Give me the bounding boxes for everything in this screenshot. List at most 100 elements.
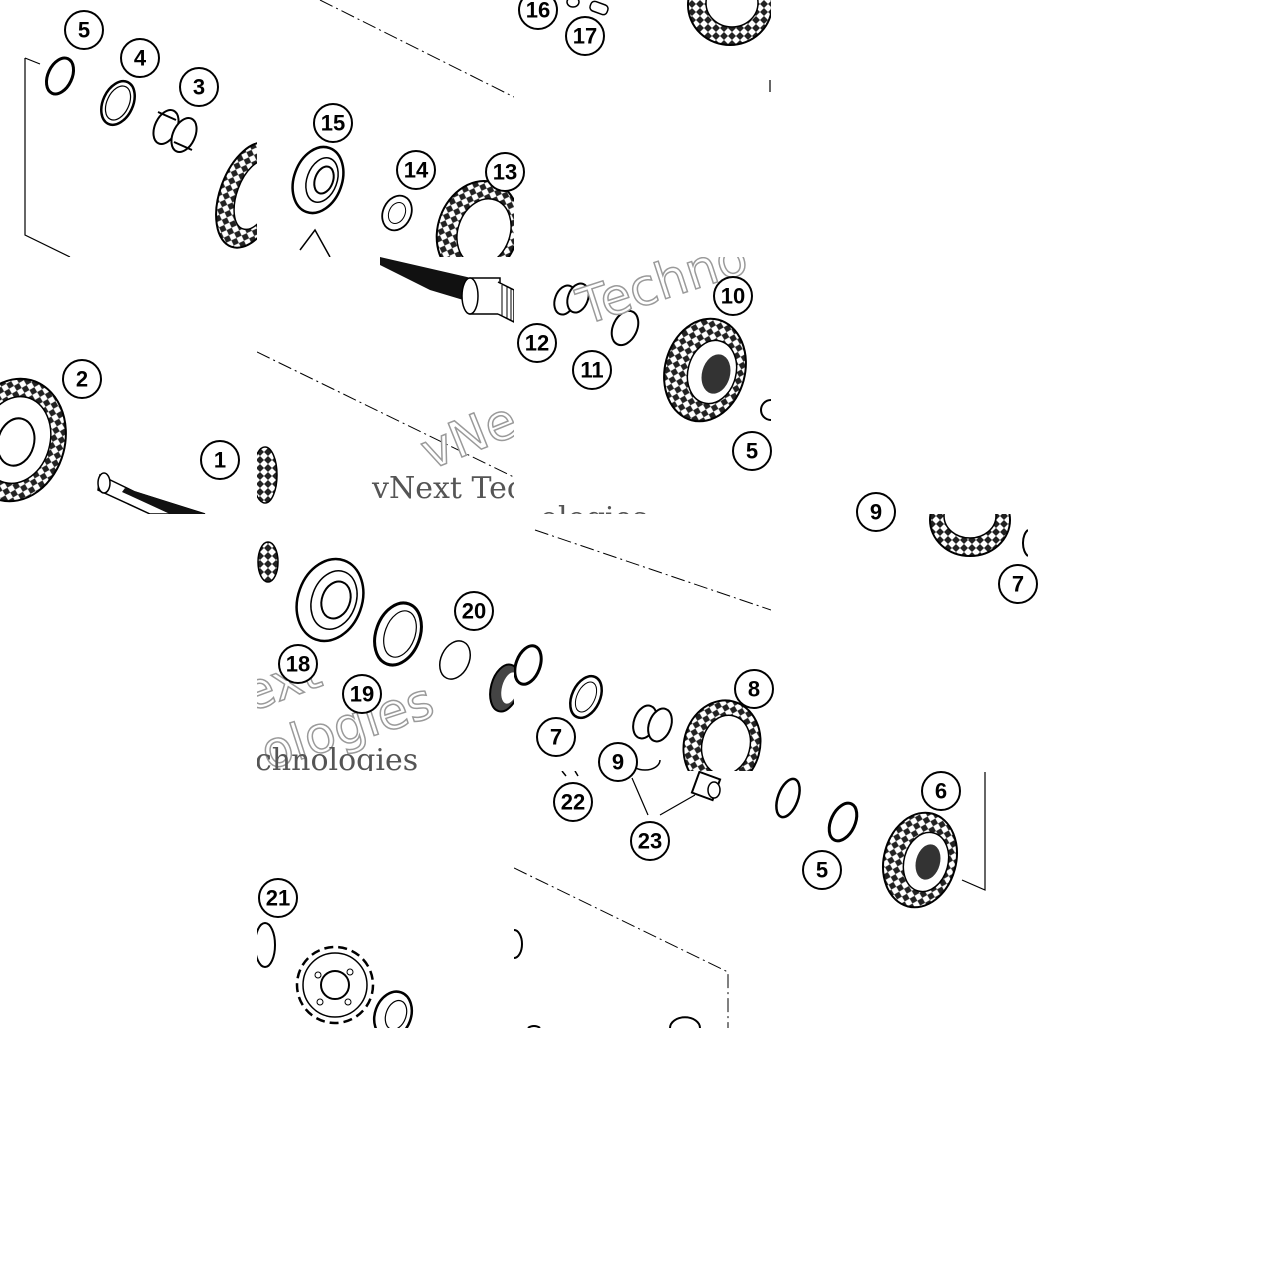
callout-16: 16 xyxy=(518,0,558,30)
circlip-ring xyxy=(514,644,543,686)
circlip-ring xyxy=(827,801,859,843)
shaft xyxy=(380,257,514,323)
tile-bottom-right xyxy=(771,772,986,909)
svg-text:22: 22 xyxy=(561,790,585,815)
svg-text:9: 9 xyxy=(612,750,624,775)
needle-bearing xyxy=(553,282,590,316)
svg-text:13: 13 xyxy=(493,160,517,185)
watermark-outline-text: vNe xyxy=(413,391,525,481)
svg-text:16: 16 xyxy=(526,0,550,23)
svg-text:11: 11 xyxy=(580,358,603,383)
seal-ring xyxy=(372,990,414,1028)
tile-lower-right xyxy=(929,514,1028,557)
callout-22: 22 xyxy=(553,782,593,822)
callout-11: 11 xyxy=(572,350,612,390)
gear xyxy=(929,514,1011,557)
pin xyxy=(589,0,609,16)
callout-group: 5 4 3 15 14 13 16 17 xyxy=(62,0,1038,918)
tile-top-left xyxy=(24,56,257,257)
washer xyxy=(610,309,640,347)
axis-line xyxy=(319,0,514,98)
axis-line xyxy=(257,351,514,478)
svg-text:10: 10 xyxy=(721,284,745,309)
svg-text:2: 2 xyxy=(76,367,88,392)
tile-top-center-left xyxy=(291,0,514,257)
tile-mid-left xyxy=(0,377,206,514)
watermark-text: chnologies xyxy=(255,743,418,778)
tile-mid-center-left: vNext Tec vNe xyxy=(257,257,525,506)
tile-lower-center-left: ext ologies chnologies xyxy=(255,541,514,778)
ball-bearing xyxy=(295,557,365,643)
callout-7: 7 xyxy=(536,717,576,757)
circlip-ring xyxy=(44,56,76,96)
callout-2: 2 xyxy=(62,359,102,399)
callout-6: 6 xyxy=(921,771,961,811)
svg-text:21: 21 xyxy=(266,886,290,911)
svg-text:5: 5 xyxy=(816,858,828,883)
callout-5: 5 xyxy=(64,10,104,50)
gear xyxy=(257,446,278,504)
flange-bolt xyxy=(690,771,722,802)
svg-text:5: 5 xyxy=(78,18,90,43)
needle-bearing xyxy=(152,109,198,153)
gear xyxy=(682,699,762,771)
washer xyxy=(381,194,413,232)
axis-line xyxy=(534,529,771,611)
svg-text:1: 1 xyxy=(214,448,226,473)
frame-line xyxy=(961,772,986,891)
gear xyxy=(215,141,257,249)
callout-18: 18 xyxy=(278,644,318,684)
leader-line xyxy=(631,777,696,816)
bushing xyxy=(489,663,514,713)
svg-text:12: 12 xyxy=(525,331,549,356)
watermark-text: ologies xyxy=(540,501,648,536)
svg-text:4: 4 xyxy=(134,46,147,71)
tile-bottom-center-left xyxy=(257,922,414,1028)
tile-bottom-center xyxy=(514,771,729,1028)
callout-5: 5 xyxy=(732,431,772,471)
svg-text:3: 3 xyxy=(193,75,205,100)
callout-21: 21 xyxy=(258,878,298,918)
tile-top-center xyxy=(566,0,771,92)
callout-9: 9 xyxy=(856,492,896,532)
svg-text:15: 15 xyxy=(321,111,345,136)
frame-line xyxy=(24,58,71,257)
sprocket xyxy=(295,945,375,1025)
svg-text:5: 5 xyxy=(746,439,758,464)
svg-text:8: 8 xyxy=(748,677,760,702)
gear xyxy=(687,0,771,46)
svg-text:6: 6 xyxy=(935,779,947,804)
o-ring xyxy=(439,640,471,680)
axis-line xyxy=(514,867,729,1028)
callout-12: 12 xyxy=(517,323,557,363)
gear xyxy=(663,317,747,423)
callout-20: 20 xyxy=(454,591,494,631)
gear xyxy=(0,377,67,503)
callout-5: 5 xyxy=(802,850,842,890)
callout-15: 15 xyxy=(313,103,353,143)
callout-8: 8 xyxy=(734,669,774,709)
callout-19: 19 xyxy=(342,674,382,714)
callout-7: 7 xyxy=(998,564,1038,604)
svg-text:7: 7 xyxy=(550,725,562,750)
ball-bearing xyxy=(291,145,345,215)
watermark-text: vNext Tec xyxy=(371,471,524,506)
svg-text:18: 18 xyxy=(286,652,310,677)
callout-10: 10 xyxy=(713,276,753,316)
tile-mid-center: Techno ologies xyxy=(540,257,771,536)
callout-4: 4 xyxy=(120,38,160,78)
callout-1: 1 xyxy=(200,440,240,480)
callout-23: 23 xyxy=(630,821,670,861)
callout-14: 14 xyxy=(396,150,436,190)
gear xyxy=(882,811,958,909)
thrust-washer xyxy=(100,79,136,127)
callout-3: 3 xyxy=(179,67,219,107)
needle-bearing xyxy=(632,704,673,743)
svg-text:7: 7 xyxy=(1012,572,1024,597)
svg-text:23: 23 xyxy=(638,829,662,854)
callout-17: 17 xyxy=(565,16,605,56)
svg-text:17: 17 xyxy=(573,24,597,49)
svg-text:9: 9 xyxy=(870,500,882,525)
shaft xyxy=(97,472,206,514)
